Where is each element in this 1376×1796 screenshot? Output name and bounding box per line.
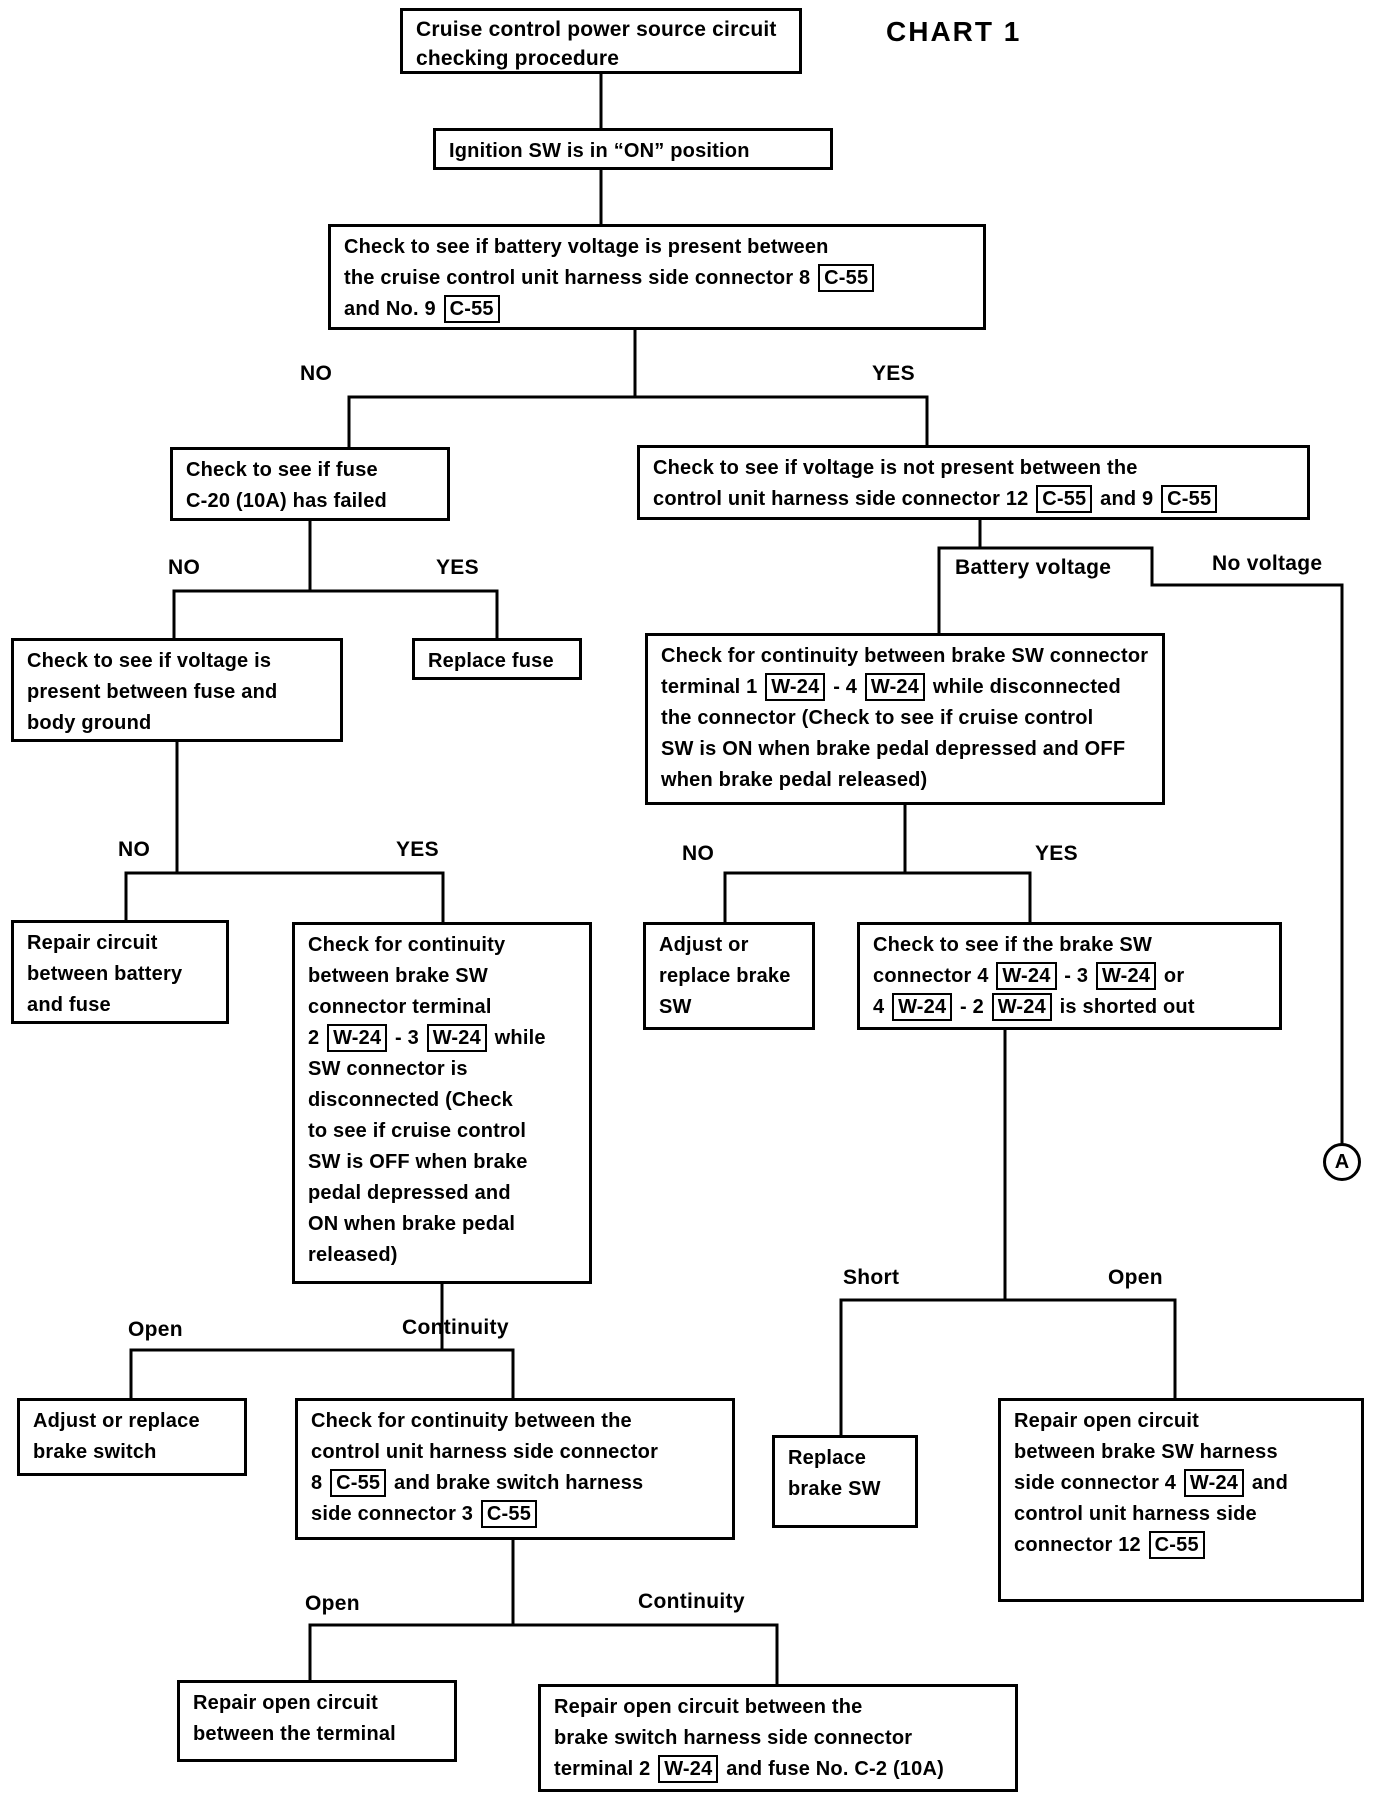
connector-ref: W-24	[658, 1755, 719, 1783]
branch-label-no-2: NO	[168, 556, 201, 579]
branch-label-continuity-2: Continuity	[638, 1590, 745, 1613]
node-ignition-on: Ignition SW is in “ON” position	[433, 128, 833, 170]
branch-label-short: Short	[843, 1266, 900, 1289]
branch-label-yes-1: YES	[872, 362, 915, 385]
branch-label-open-2: Open	[1108, 1266, 1163, 1289]
branch-label-open-3: Open	[305, 1592, 360, 1615]
connector-ref: C-55	[443, 295, 500, 323]
connector-ref: W-24	[996, 962, 1057, 990]
flow-line	[937, 546, 1344, 1145]
connector-ref: W-24	[1183, 1469, 1245, 1497]
flow-line	[839, 1298, 1177, 1435]
node-replace-fuse: Replace fuse	[412, 638, 582, 680]
branch-label-no-4: NO	[682, 842, 715, 865]
connector-ref: C-55	[1161, 485, 1218, 513]
branch-label-no-3: NO	[118, 838, 151, 861]
connector-ref: C-55	[818, 264, 875, 292]
connector-ref: W-24	[426, 1024, 487, 1052]
off-page-connector-a: A	[1323, 1143, 1361, 1181]
connector-ref: C-55	[1148, 1531, 1205, 1559]
branch-label-yes-3: YES	[396, 838, 439, 861]
branch-label-no-voltage: No voltage	[1212, 552, 1323, 575]
branch-label-continuity-1: Continuity	[402, 1316, 509, 1339]
connector-ref: C-55	[1036, 485, 1093, 513]
branch-label-yes-4: YES	[1035, 842, 1078, 865]
flow-line	[124, 871, 445, 922]
branch-label-battery-voltage: Battery voltage	[955, 556, 1112, 579]
node-battery-voltage-check: Check to see if battery voltage is prese…	[328, 224, 986, 330]
flow-line	[172, 589, 499, 638]
connector-ref: C-55	[480, 1500, 538, 1528]
connector-ref: W-24	[765, 673, 826, 701]
chart-title: CHART 1	[886, 16, 1022, 47]
connector-ref: W-24	[991, 993, 1052, 1021]
branch-label-yes-2: YES	[436, 556, 479, 579]
branch-label-open-1: Open	[128, 1318, 183, 1341]
flow-line	[129, 1348, 515, 1398]
connector-ref: C-55	[330, 1469, 387, 1497]
flow-line	[347, 395, 929, 447]
node-voltage-not-present-check: Check to see if voltage is not present b…	[637, 445, 1310, 520]
connector-ref: W-24	[1095, 962, 1157, 990]
flow-line	[723, 871, 1032, 922]
node-continuity-1-4-check: Check for continuity between brake SW co…	[645, 633, 1165, 805]
connector-ref: W-24	[327, 1024, 388, 1052]
branch-label-no-1: NO	[300, 362, 333, 385]
flow-line	[308, 1623, 779, 1684]
connector-ref: W-24	[864, 673, 926, 701]
connector-ref: W-24	[892, 993, 953, 1021]
